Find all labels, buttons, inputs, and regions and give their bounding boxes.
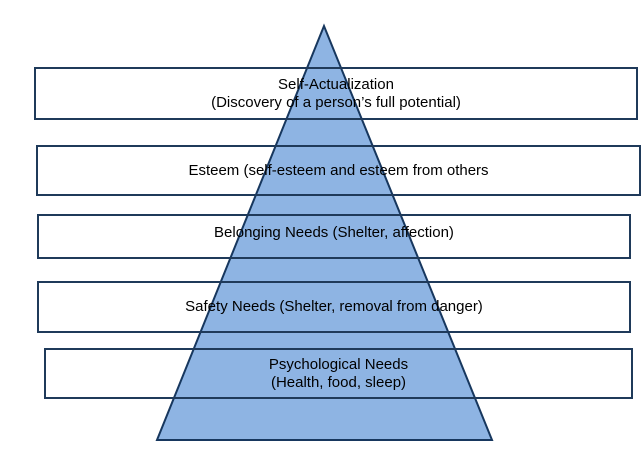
level-label-belonging: Belonging Needs (Shelter, affection) — [38, 215, 630, 250]
level-box-psychological — [44, 348, 633, 399]
level-label-psychological: Psychological Needs (Health, food, sleep… — [45, 349, 632, 398]
level-box-esteem — [36, 145, 641, 196]
level-subtitle: (Health, food, sleep) — [270, 373, 407, 391]
level-label-self-actualization: Self-Actualization (Discovery of a perso… — [35, 68, 637, 119]
level-box-self-actualization — [34, 67, 638, 120]
level-title: Belonging Needs (Shelter, affection) — [214, 223, 454, 241]
level-title: Self-Actualization — [278, 75, 394, 93]
level-subtitle: (Discovery of a person’s full potential) — [211, 93, 461, 111]
level-title: Esteem (self-esteem and esteem from othe… — [188, 161, 489, 179]
level-box-safety — [37, 281, 631, 333]
pyramid-shape — [155, 23, 494, 441]
level-title: Psychological Needs — [268, 355, 409, 373]
level-label-safety: Safety Needs (Shelter, removal from dang… — [38, 282, 630, 332]
level-box-belonging — [37, 214, 631, 259]
level-title: Safety Needs (Shelter, removal from dang… — [185, 298, 483, 315]
level-label-esteem: Esteem (self-esteem and esteem from othe… — [37, 146, 640, 195]
